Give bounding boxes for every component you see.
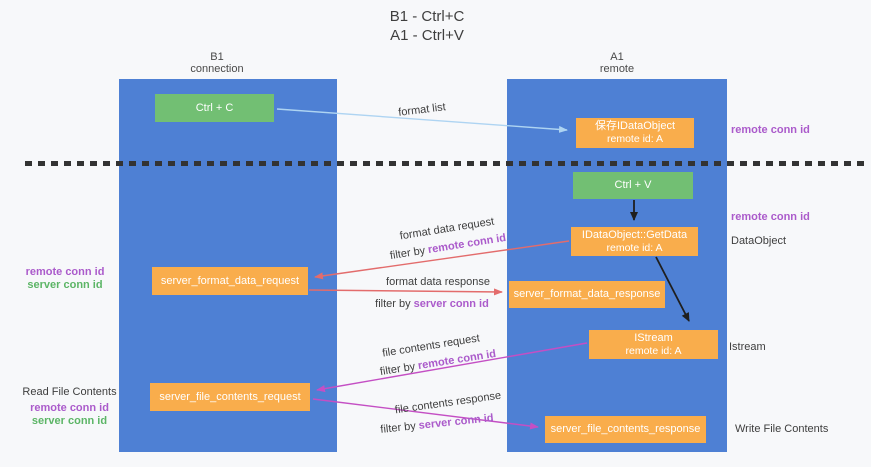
box-server-file-contents-request-label: server_file_contents_request <box>159 390 301 403</box>
box-server-format-data-response-label: server_format_data_response <box>513 288 661 300</box>
label-remote-conn-id-top: remote conn id <box>731 124 810 136</box>
server-conn-id-text: server conn id <box>413 298 489 310</box>
title-line-2: A1 - Ctrl+V <box>390 27 464 44</box>
filter-by-text: filter by <box>375 298 411 310</box>
box-server-file-contents-request: server_file_contents_request <box>150 383 310 411</box>
box-server-format-data-response: server_format_data_response <box>509 281 665 308</box>
session-divider-dashed-line <box>25 161 865 166</box>
box-ctrl-c-label: Ctrl + C <box>195 101 234 114</box>
box-idataobject-getdata-label: IDataObject::GetData <box>581 228 688 241</box>
filter-by-text: filter by <box>389 244 427 263</box>
server-conn-id-text: server conn id <box>418 412 495 432</box>
filter-by-text: filter by <box>379 420 417 436</box>
flow-label-format-list: format list <box>397 101 447 119</box>
label-left-server-conn-id-1: server conn id <box>27 279 103 291</box>
lane-a1-title: A1 <box>610 51 624 63</box>
box-server-format-data-request-label: server_format_data_request <box>160 274 300 287</box>
label-remote-conn-id-mid: remote conn id <box>731 211 810 223</box>
label-left-server-conn-id-2: server conn id <box>31 415 108 427</box>
box-save-idataobject-label: 保存IDataObject <box>594 120 676 132</box>
box-save-idataobject-sublabel: remote id: A <box>606 133 664 145</box>
label-left-remote-conn-id-1: remote conn id <box>25 266 105 278</box>
box-server-format-data-request: server_format_data_request <box>152 267 308 295</box>
box-server-file-contents-response: server_file_contents_response <box>545 416 706 443</box>
box-save-idataobject: 保存IDataObject remote id: A <box>576 118 694 148</box>
arrow-format-data-response <box>308 288 503 296</box>
box-ctrl-v-label: Ctrl + V <box>614 179 652 191</box>
label-left-remote-conn-id-2: remote conn id <box>30 402 109 414</box>
label-block-read-file-contents: Read File Contents remote conn id server… <box>17 386 122 428</box>
title-line-1: B1 - Ctrl+C <box>389 8 465 25</box>
box-idataobject-getdata-sublabel: remote id: A <box>606 241 663 254</box>
box-server-file-contents-response-label: server_file_contents_response <box>550 423 701 435</box>
label-read-file-contents: Read File Contents <box>22 386 117 398</box>
box-ctrl-c: Ctrl + C <box>155 94 274 122</box>
lane-b1-title: B1 <box>210 51 224 63</box>
label-block-conn-ids-1: remote conn id server conn id <box>20 266 110 292</box>
lane-a1-subtitle: remote <box>599 63 635 75</box>
box-istream-label: IStream <box>634 331 673 344</box>
lane-header-a1: A1 remote <box>600 51 634 75</box>
box-istream: IStream remote id: A <box>589 330 718 359</box>
lane-header-b1: B1 connection <box>190 51 243 75</box>
flow-label-format-data-response: format data response <box>386 276 490 288</box>
label-istream: Istream <box>729 341 766 353</box>
lane-b1-subtitle: connection <box>190 63 244 75</box>
label-dataobject: DataObject <box>731 235 787 247</box>
label-write-file-contents: Write File Contents <box>735 423 829 435</box>
box-ctrl-v: Ctrl + V <box>573 172 693 199</box>
diagram-title: B1 - Ctrl+C A1 - Ctrl+V <box>390 7 465 45</box>
filter-by-text: filter by <box>379 360 417 379</box>
box-idataobject-getdata: IDataObject::GetData remote id: A <box>571 227 698 256</box>
box-istream-sublabel: remote id: A <box>625 344 682 357</box>
